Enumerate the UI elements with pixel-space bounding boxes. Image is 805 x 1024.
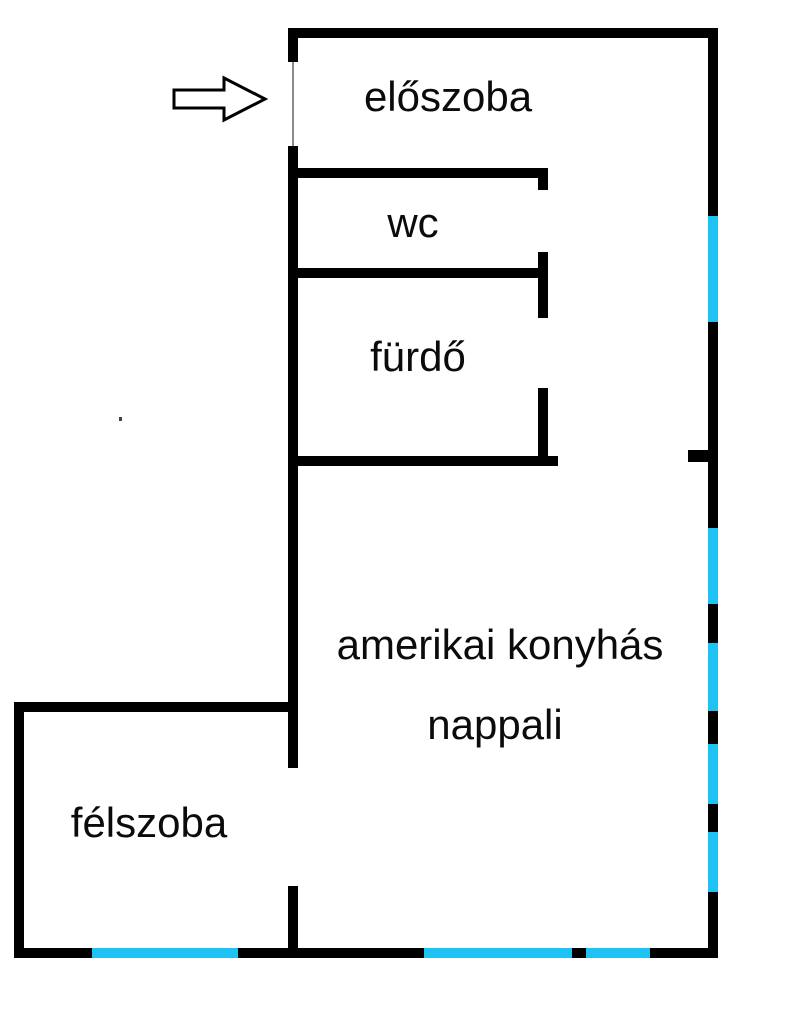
wall-furdo-nappali <box>288 456 558 466</box>
window-right-4 <box>708 744 718 804</box>
room-label-furdo: fürdő <box>370 333 466 380</box>
wall-left-lower <box>288 886 298 958</box>
entrance-arrow-icon <box>170 74 270 124</box>
wall-left-above-entrance <box>288 28 298 62</box>
jamb-wc-door-top <box>538 168 548 190</box>
window-right-3 <box>708 643 718 711</box>
window-bottom-1 <box>92 948 238 958</box>
wall-left-upper <box>288 146 298 468</box>
window-right-5 <box>708 832 718 892</box>
wall-left-mid <box>288 462 298 768</box>
wall-wc-furdo <box>288 268 548 278</box>
window-right-1 <box>708 216 718 322</box>
room-label-nappali-line2: nappali <box>427 701 563 748</box>
wall-felszoba-top <box>14 702 298 712</box>
window-bottom-3 <box>586 948 650 958</box>
room-label-eloszoba: előszoba <box>363 73 533 120</box>
wall-bottom <box>14 948 718 958</box>
room-label-wc: wc <box>387 199 439 246</box>
wall-stub-right <box>688 450 708 462</box>
stray-mark <box>119 417 122 421</box>
room-label-felszoba: félszoba <box>70 799 228 846</box>
room-label-nappali-line1: amerikai konyhás <box>336 621 664 668</box>
entrance-door-line <box>292 62 294 146</box>
window-bottom-2 <box>424 948 572 958</box>
wall-felszoba-left <box>14 702 24 958</box>
wall-right <box>708 28 718 958</box>
wall-eloszoba-wc <box>288 168 548 178</box>
window-right-2 <box>708 528 718 604</box>
jamb-furdo-bottom <box>538 388 548 466</box>
jamb-wc-furdo <box>538 252 548 318</box>
wall-top <box>288 28 718 38</box>
